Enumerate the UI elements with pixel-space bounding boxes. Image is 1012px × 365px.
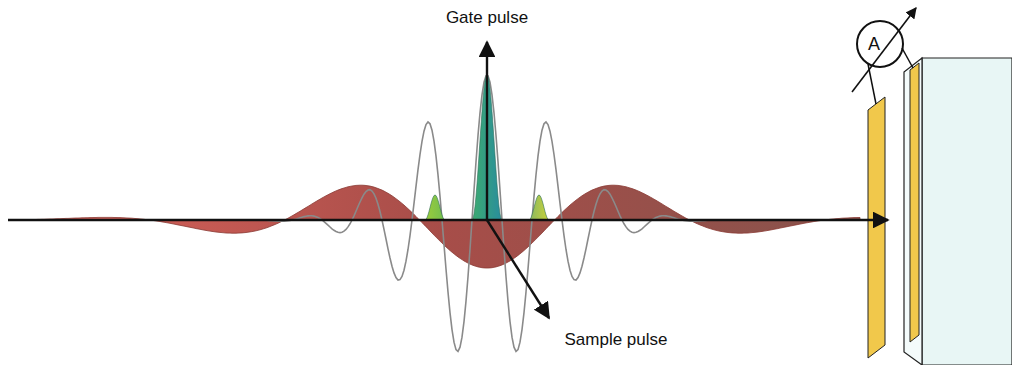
sample-pulse-label: Sample pulse bbox=[564, 330, 667, 350]
detector-block bbox=[922, 58, 1012, 365]
gate-arrow bbox=[486, 42, 488, 220]
gate-pulse-label: Gate pulse bbox=[446, 8, 528, 28]
detector-side bbox=[904, 58, 922, 365]
time-axis bbox=[8, 219, 888, 221]
ammeter-circle: A bbox=[856, 20, 904, 68]
electrode bbox=[868, 97, 885, 358]
sample-arrow bbox=[487, 220, 549, 318]
ammeter-symbol: A bbox=[868, 34, 880, 55]
electrode bbox=[910, 63, 919, 342]
field-wave bbox=[12, 76, 860, 352]
ammeter-arrow bbox=[852, 8, 916, 92]
wire bbox=[902, 48, 913, 68]
